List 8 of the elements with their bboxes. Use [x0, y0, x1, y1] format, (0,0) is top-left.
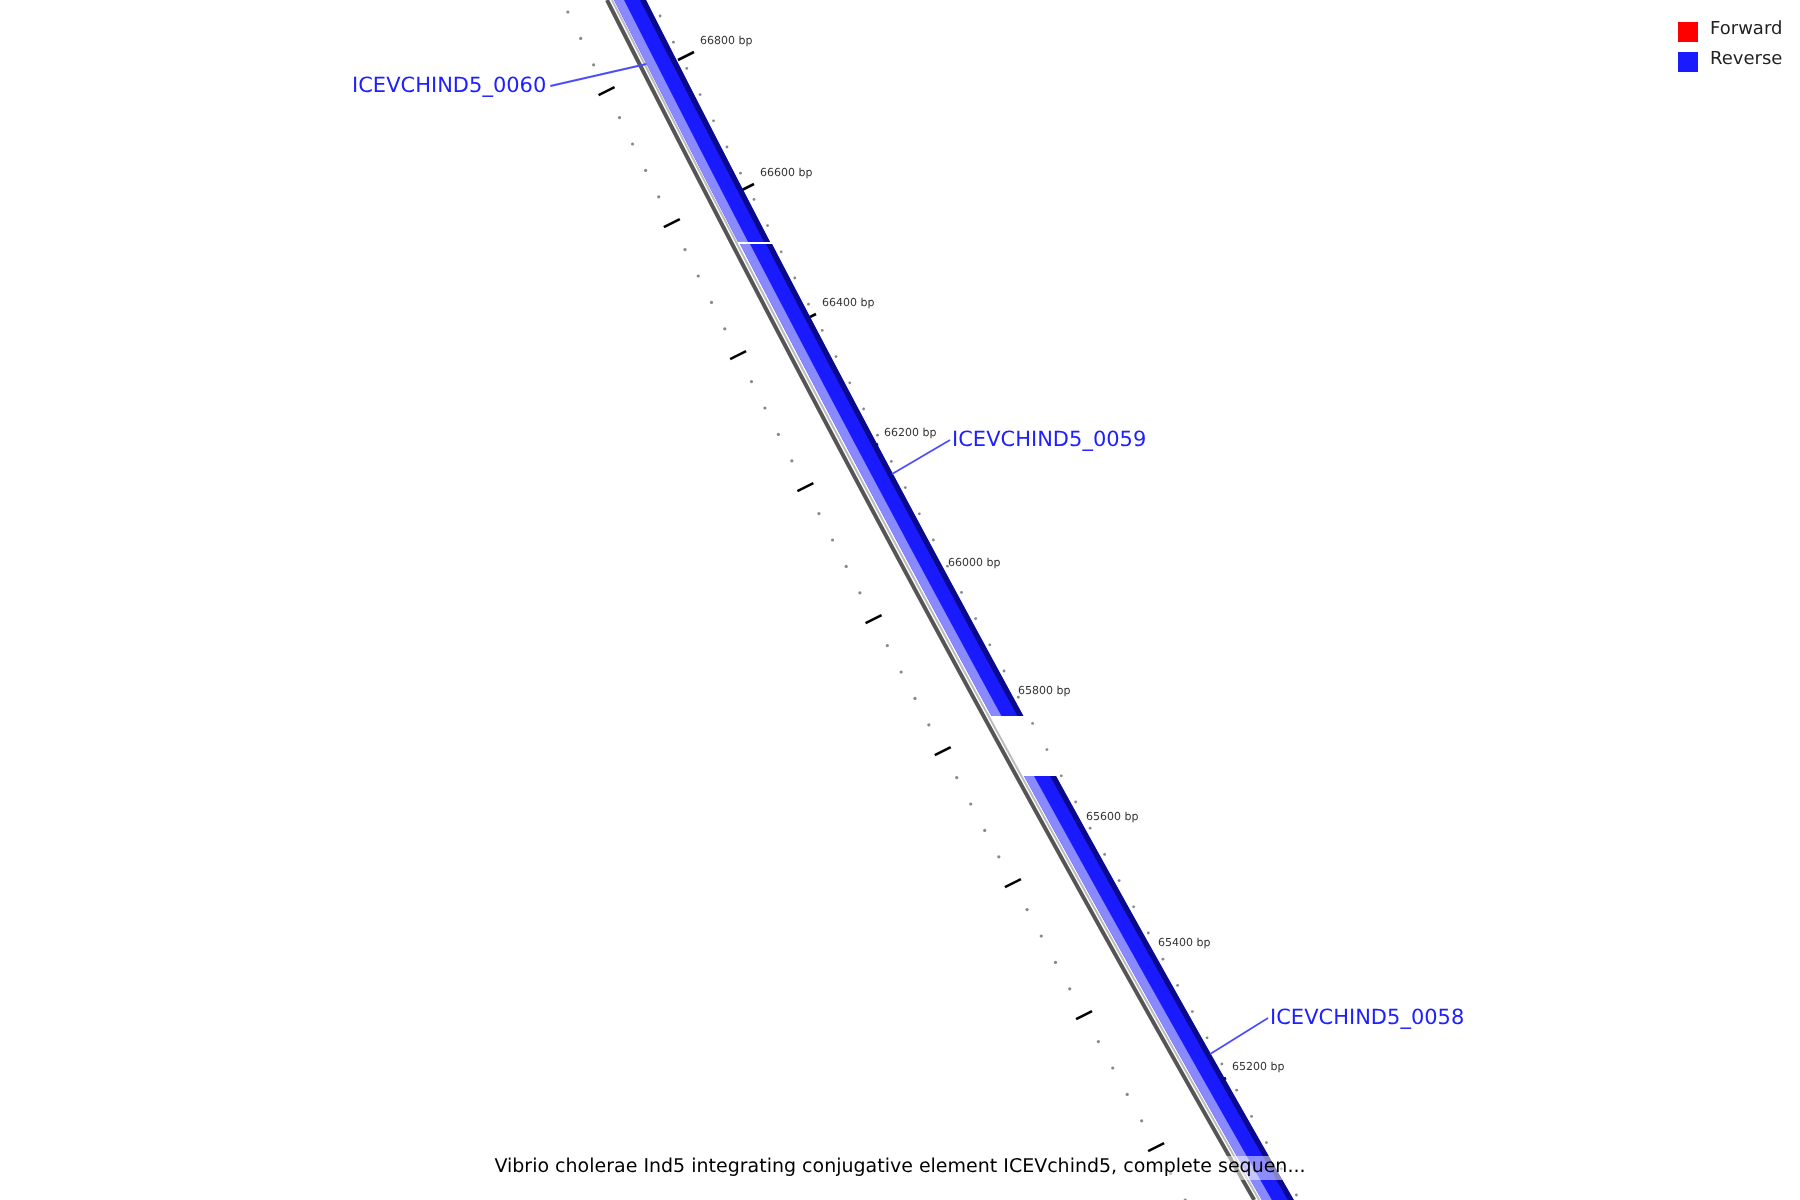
leader-line: [549, 63, 648, 87]
legend-label: Reverse: [1710, 50, 1783, 72]
legend-label: Forward: [1710, 20, 1783, 42]
leader-line: [891, 439, 951, 475]
gene-label: ICEVCHIND5_0060: [352, 74, 547, 98]
leader-line: [1209, 1017, 1269, 1055]
gene-label: ICEVCHIND5_0059: [952, 428, 1147, 452]
gene-label: ICEVCHIND5_0058: [1270, 1006, 1465, 1030]
